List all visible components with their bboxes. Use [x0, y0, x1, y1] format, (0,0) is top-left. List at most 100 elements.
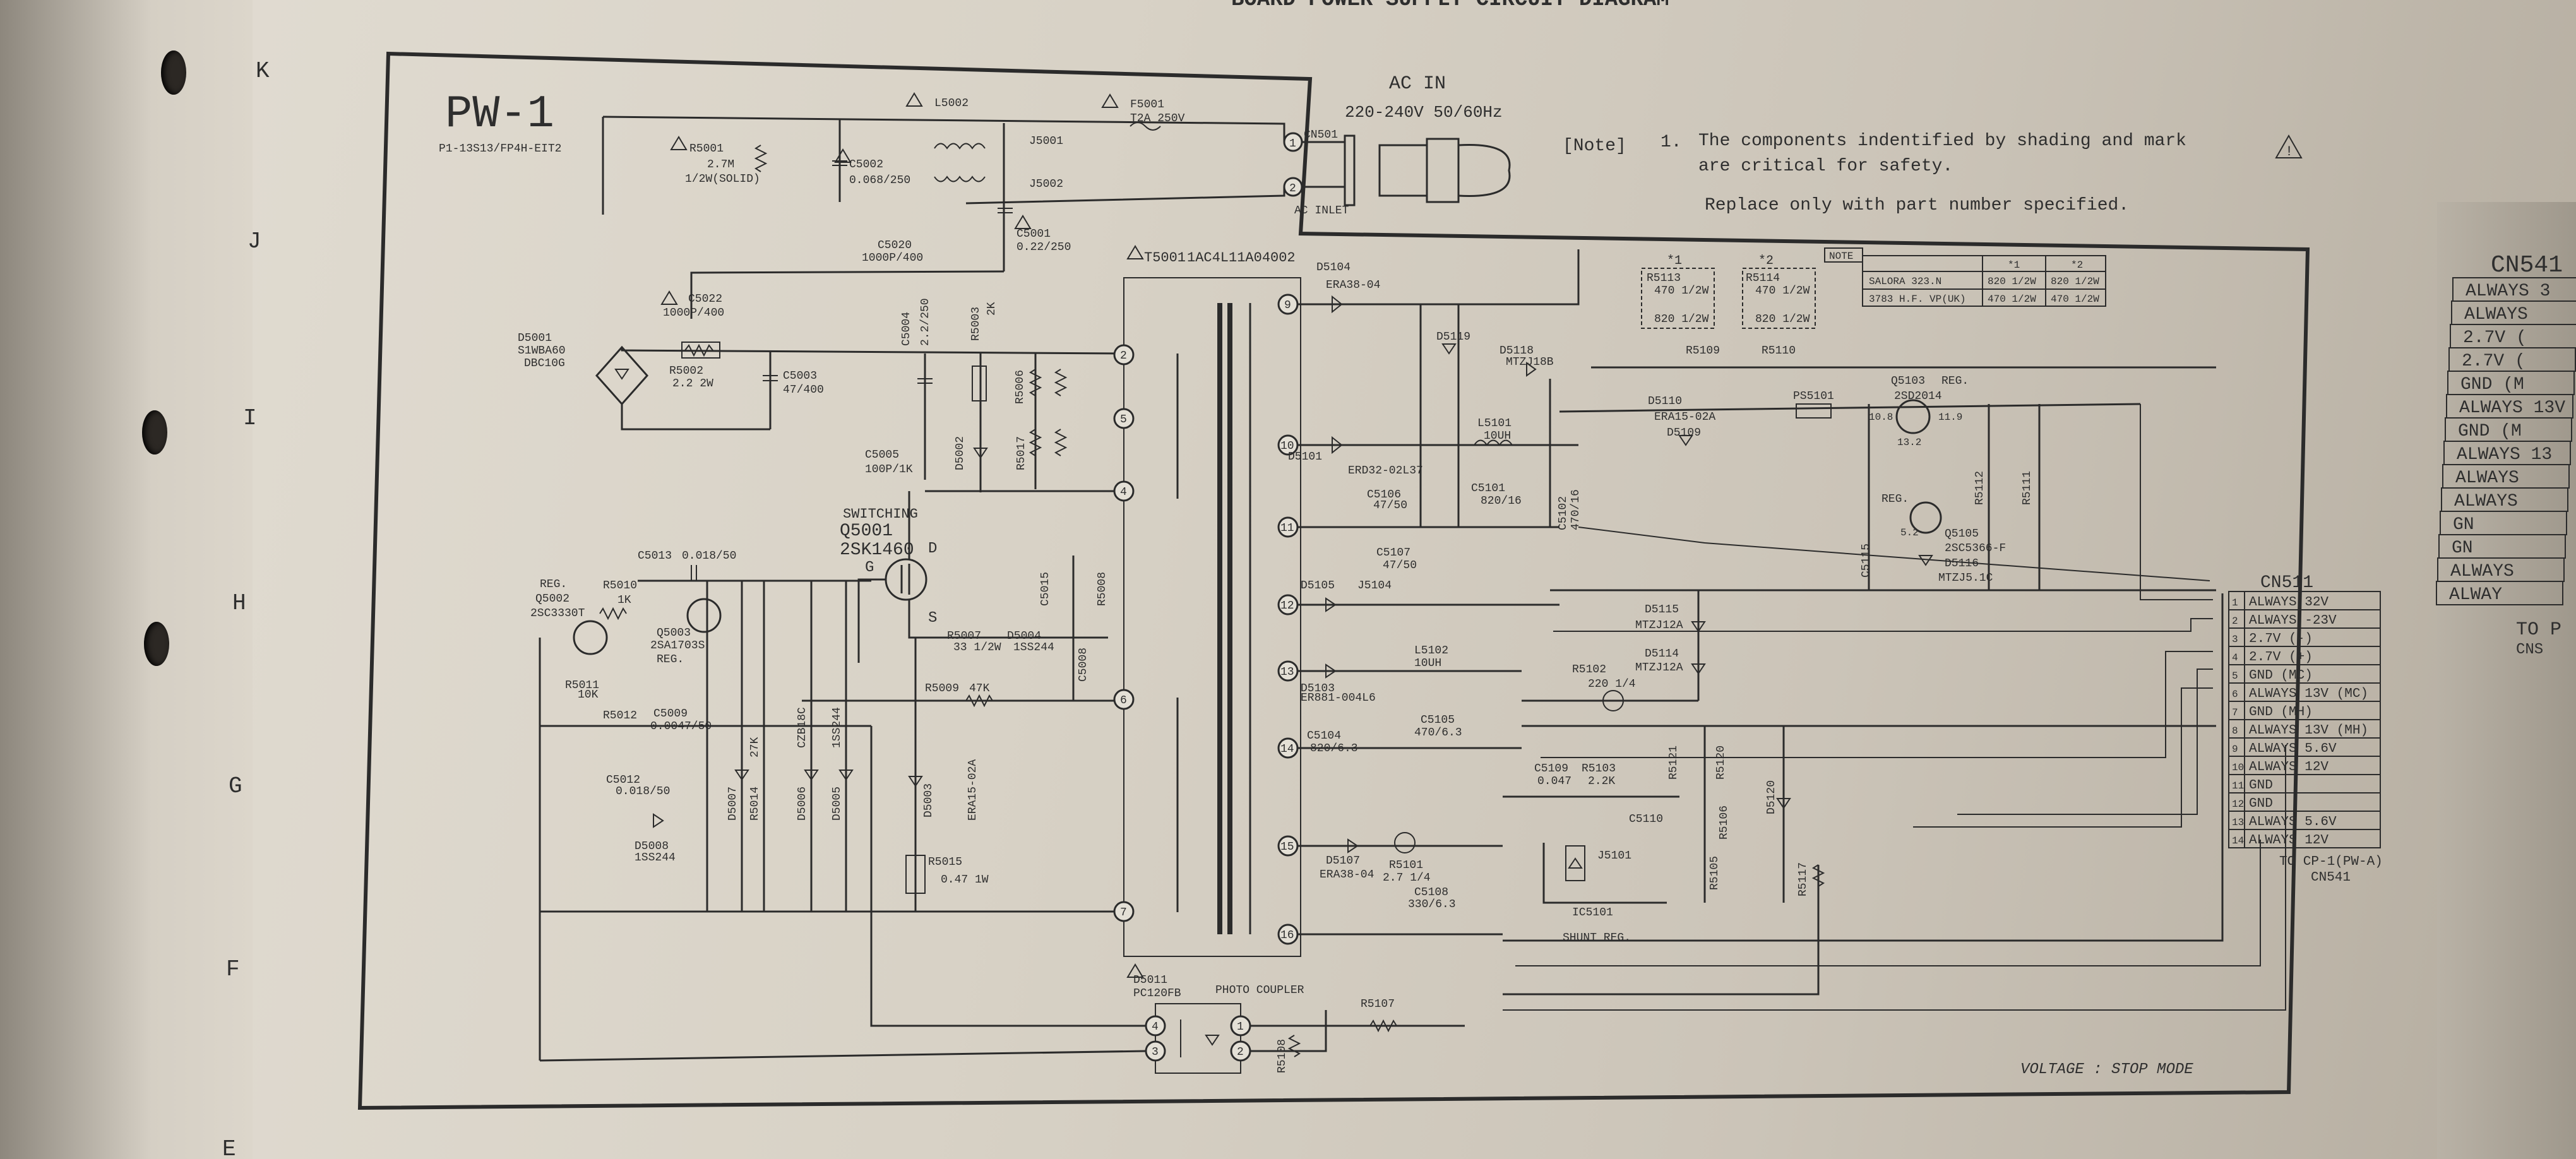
secondary-section: D5104 ERA38-04 D5101 ERD32-02L37 D5119 D…	[1288, 249, 1582, 936]
label-j5001: J5001	[1029, 135, 1063, 148]
label-c5101: C5101	[1471, 482, 1505, 495]
value-r5114-2: 820 1/2W	[1755, 313, 1810, 326]
label-ic5101: IC5101	[1572, 906, 1613, 919]
value-c5101: 820/16	[1481, 495, 1522, 508]
label-r5110: R5110	[1762, 345, 1796, 357]
value-c5107: 47/50	[1383, 559, 1417, 572]
tx-pin: 15	[1280, 841, 1294, 853]
cn511-pin-label: ALWAYS 13V (MC)	[2249, 687, 2368, 701]
transformer-t5001: T5001 1AC4L11A04002 2 5 4 6 7 9 10 11 12…	[1113, 245, 1301, 957]
value-d5006: CZB18C	[796, 707, 809, 748]
cn541-row-label: GN	[2453, 515, 2474, 535]
cn511-pin-number: 8	[2232, 725, 2238, 737]
cn541-row-label: ALWAYS 3	[2466, 282, 2550, 301]
label-r5001: R5001	[689, 143, 724, 155]
punch-hole	[144, 622, 169, 666]
variant-col: *1	[2008, 259, 2020, 271]
cn511-to-label: TO CP-1(PW-A)	[2279, 855, 2383, 869]
board-name: PW-1	[445, 88, 554, 140]
cn511-pin-label: ALWAYS 12V	[2249, 833, 2329, 848]
label-d5002: D5002	[954, 436, 967, 470]
label-r5105: R5105	[1708, 856, 1721, 890]
value-t5001: 1AC4L11A04002	[1187, 250, 1296, 266]
cn541-row-label: 2.7V (	[2463, 328, 2527, 348]
label-d5114: D5114	[1645, 648, 1679, 660]
cn541-row-label: GN	[2452, 538, 2473, 558]
value-q5003: 2SA1703S	[650, 639, 705, 652]
grid-letter: J	[247, 229, 261, 254]
label-c5013: C5013	[638, 550, 672, 562]
label-ps5101: PS5101	[1793, 390, 1834, 403]
label-d5101: D5101	[1288, 451, 1322, 463]
value-r5001: 2.7M	[707, 158, 734, 171]
svg-text:!: !	[2285, 144, 2293, 160]
label-r5011: R5011	[565, 679, 599, 692]
ac-in-label: AC IN	[1389, 73, 1446, 95]
label-d5120: D5120	[1765, 780, 1778, 814]
value-r5015: 0.47 1W	[941, 874, 989, 886]
value-d5103: ER881-004L6	[1301, 692, 1376, 704]
mosfet-pin-d: D	[928, 540, 937, 557]
board-part-number: P1-13S13/FP4H-EIT2	[439, 143, 561, 155]
label-q5105: Q5105	[1945, 528, 1979, 540]
label-c5106: C5106	[1367, 489, 1401, 501]
label-r5109: R5109	[1686, 345, 1720, 357]
label-c5005: C5005	[865, 449, 899, 461]
label-c5004: C5004	[900, 312, 913, 346]
label-k2: *2	[1758, 254, 1774, 268]
label-t5001: T5001	[1144, 250, 1186, 266]
label-r5006: R5006	[1014, 370, 1027, 404]
label-c5020: C5020	[878, 239, 912, 252]
variant-row-name: SALORA 323.N	[1869, 276, 1941, 287]
label-r5102: R5102	[1572, 663, 1606, 676]
cn511-pin-number: 11	[2232, 780, 2244, 792]
label-d5110: D5110	[1648, 395, 1682, 408]
label-q5001: Q5001	[840, 521, 893, 541]
grid-letter: G	[229, 773, 242, 799]
grid-letter: F	[226, 956, 240, 982]
value-c5012: 0.018/50	[616, 785, 670, 798]
opto-pin: 2	[1237, 1046, 1244, 1059]
q5001-title: SWITCHING	[843, 506, 918, 522]
ic5101-title: SHUNT REG.	[1563, 932, 1631, 944]
label-c5115: C5115	[1860, 544, 1873, 578]
next-page-edge	[2437, 202, 2576, 1159]
variant-col: *2	[2071, 259, 2083, 271]
variant-row-k1: 820 1/2W	[1988, 276, 2036, 287]
svg-text:2: 2	[1289, 182, 1296, 195]
tx-pin: 12	[1280, 600, 1294, 612]
cn511-pin-number: 10	[2232, 762, 2244, 773]
cn511-pin-number: 3	[2232, 634, 2238, 645]
value-c5005: 100P/1K	[865, 463, 913, 476]
value-d5116: MTZJ5.1C	[1938, 572, 1993, 585]
value-d5003: ERA15-02A	[967, 759, 979, 821]
value-r5103: 2.2K	[1588, 775, 1615, 788]
label-d5007: D5007	[727, 787, 739, 821]
cn511-pin-number: 2	[2232, 615, 2238, 627]
punch-hole	[142, 410, 167, 455]
variant-row-k1: 470 1/2W	[1988, 294, 2036, 305]
grid-letter: K	[256, 58, 270, 84]
value-c5105: 470/6.3	[1414, 727, 1462, 739]
label-j5104: J5104	[1357, 580, 1392, 592]
value-r5002: 2.2 2W	[672, 377, 713, 390]
cn511-pin-label: ALWAYS 12V	[2249, 760, 2329, 775]
photo-coupler-d5011: D5011 PC120FB PHOTO COUPLER 4 3 1 2 R510…	[539, 726, 1465, 1074]
label-l5002: L5002	[934, 97, 969, 110]
label-r5112: R5112	[1974, 471, 1986, 505]
cn511-pin-label: ALWAYS 32V	[2249, 595, 2329, 610]
q5003-title: REG.	[657, 653, 684, 666]
label-c5105: C5105	[1421, 714, 1455, 727]
cn511-pin-label: GND (MC)	[2249, 669, 2313, 683]
variant-row-name: 3783 H.F. VP(UK)	[1869, 294, 1966, 305]
tx-pin: 2	[1120, 350, 1127, 362]
value-d5001-2: DBC10G	[524, 357, 565, 370]
label-d5004: D5004	[1007, 630, 1041, 643]
label-q5002: Q5002	[535, 593, 569, 605]
ac-inlet-label: AC INLET	[1294, 205, 1349, 217]
variant-row-k2: 470 1/2W	[2051, 294, 2099, 305]
value-r5011: 10K	[578, 689, 599, 701]
label-j5101: J5101	[1597, 850, 1631, 862]
label-c5022: C5022	[688, 293, 722, 306]
